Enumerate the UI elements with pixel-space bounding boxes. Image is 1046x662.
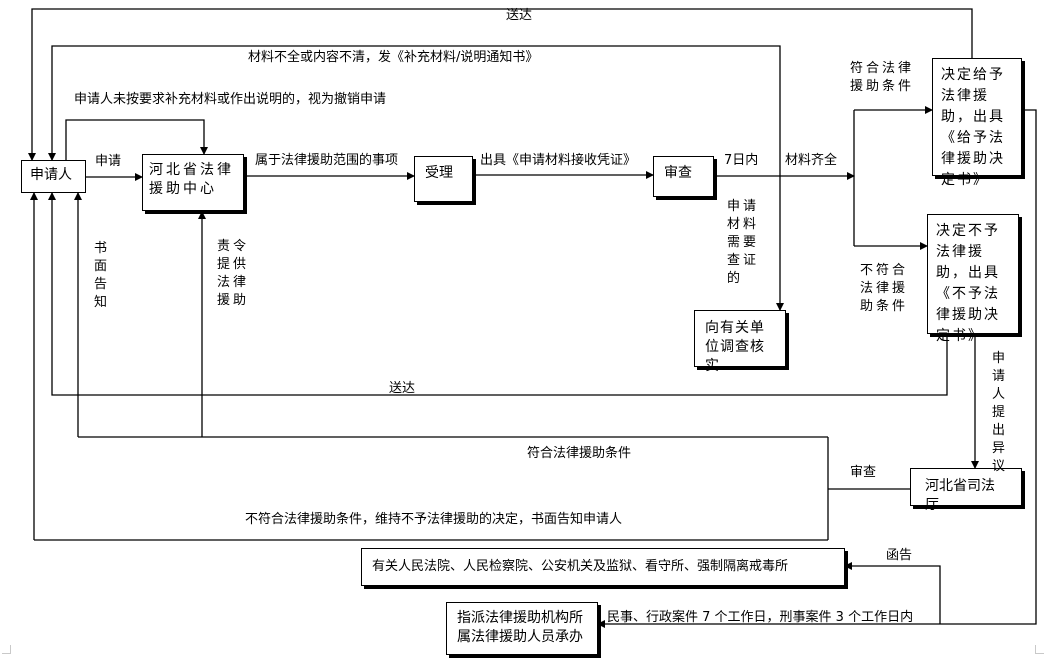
withdrawn-line	[65, 119, 208, 160]
deliver-mid-label: 送达	[389, 381, 416, 396]
verify-box: 向有关单位调查核实	[694, 310, 786, 374]
assign-lawyer-box: 指派法律援助机构所属法律援助人员承办	[446, 602, 598, 655]
in-scope-label: 属于法律援助范围的事项	[255, 153, 399, 168]
deliver-top-line	[28, 8, 973, 161]
review-box: 审查	[653, 156, 714, 197]
seven-days-label: 7日内	[724, 153, 759, 168]
maintain-label: 不符合法律援助条件，维持不予法律援助的决定，书面告知申请人	[245, 512, 623, 527]
deliver-mid-line	[48, 192, 948, 396]
legal-aid-center-box: 河北省法律援助中心	[142, 154, 244, 211]
need-verify-label: 申请材料需要查证的	[727, 199, 760, 286]
justice-dept-box: 河北省司法厅	[910, 468, 1022, 513]
applicant-box: 申请人	[21, 160, 86, 193]
complete-label: 材料齐全	[785, 153, 838, 168]
grant-decision-box: 决定给予法律援助，出具《给予法律援助决定书》	[932, 58, 1022, 188]
apply-label: 申请	[95, 154, 122, 169]
withdrawn-label: 申请人未按要求补充材料或作出说明的，视为撤销申请	[74, 92, 387, 107]
qualify2-label: 符合法律援助条件	[527, 446, 632, 461]
incomplete-label: 材料不全或内容不清，发《补充材料/说明通知书》	[248, 50, 539, 65]
written-notice-label: 书面告知	[94, 241, 108, 310]
crop-mark-right	[1035, 645, 1044, 654]
order-provide-label: 责令提供法律援助	[217, 239, 250, 308]
deadline-label: 民事、行政案件 7 个工作日，刑事案件 3 个工作日内	[607, 610, 914, 625]
not-qualify-label: 不符合法律援助条件	[860, 263, 909, 314]
accept-box: 受理	[414, 156, 473, 202]
grant-down-line	[940, 109, 1037, 625]
crop-mark-left	[2, 645, 11, 654]
courts-box: 有关人民法院、人民检察院、公安机关及监狱、看守所、强制隔离戒毒所	[361, 548, 845, 586]
qualify-label: 符合法律援助条件	[850, 61, 915, 94]
deliver-top-label: 送达	[506, 8, 533, 23]
deny-decision-box: 决定不予法律援助，出具《不予法律援助决定书》	[927, 214, 1019, 344]
objection-label: 申请人提出异议	[992, 351, 1006, 474]
receipt-label: 出具《申请材料接收凭证》	[480, 153, 637, 168]
dept-review-label: 审查	[850, 465, 877, 480]
incomplete-line	[48, 45, 781, 172]
letter-label: 函告	[886, 548, 913, 563]
letter-arrow	[844, 562, 941, 624]
